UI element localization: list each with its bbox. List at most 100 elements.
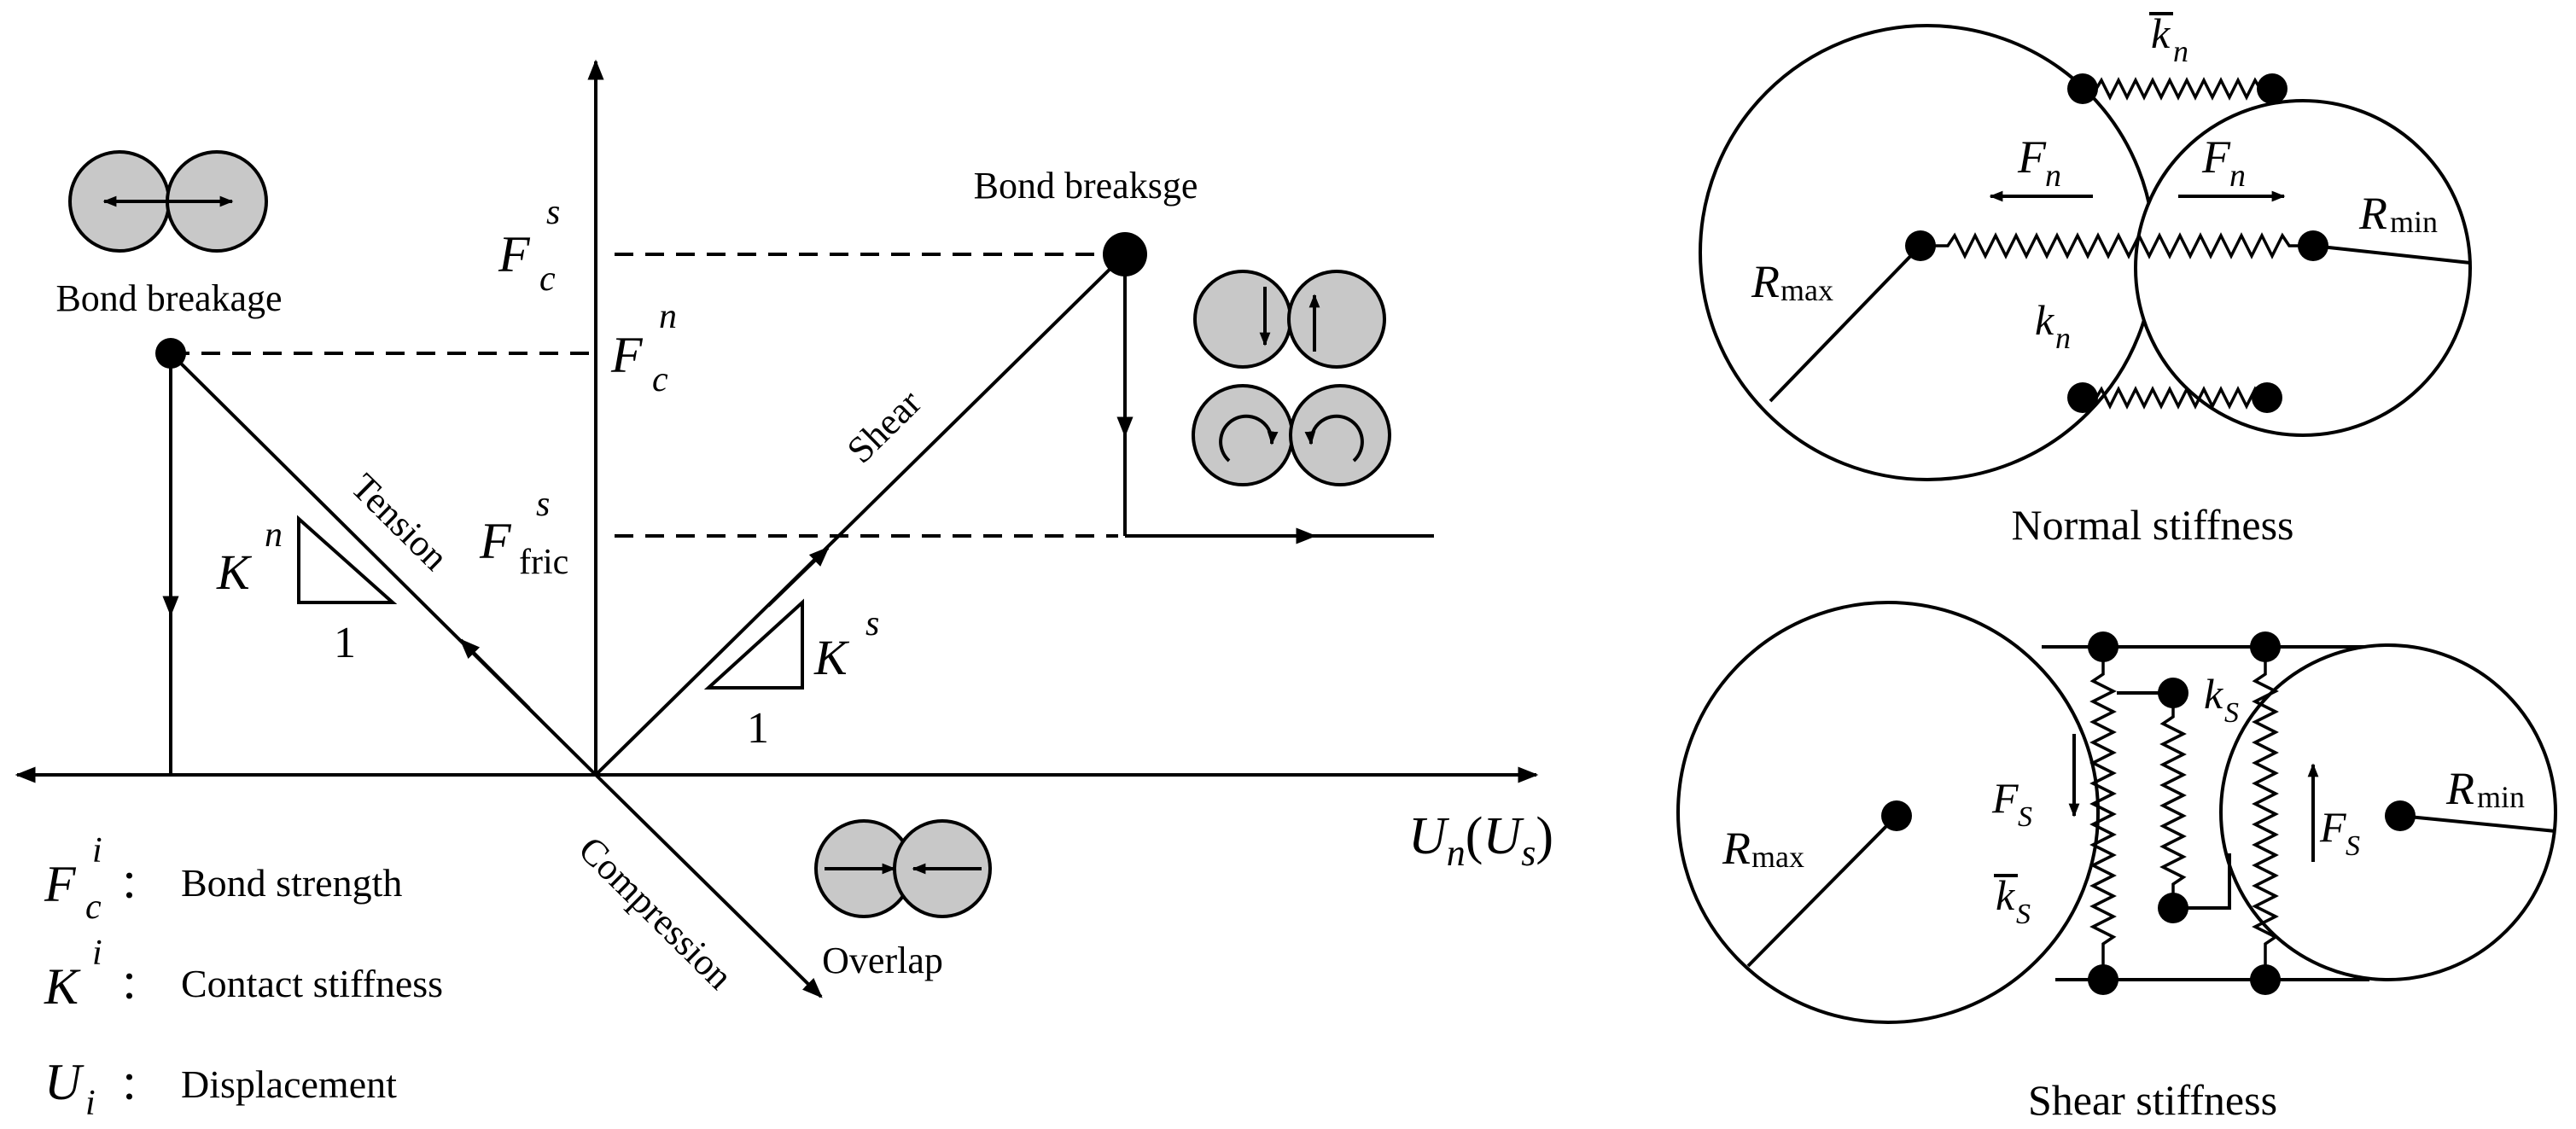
tension-arrow xyxy=(459,638,531,710)
shear-left-bottom-node xyxy=(2088,964,2118,995)
svg-text:F: F xyxy=(479,513,512,569)
overlap-label: Overlap xyxy=(822,940,943,981)
svg-text:Contact stiffness: Contact stiffness xyxy=(181,962,443,1005)
normal-bottom-right-node xyxy=(2252,382,2282,413)
shear-rmax-line xyxy=(1746,814,1898,968)
svg-text:F: F xyxy=(610,327,644,383)
svg-text:S: S xyxy=(2224,697,2239,729)
svg-text:F: F xyxy=(2017,131,2047,183)
svg-text:F: F xyxy=(1991,774,2019,822)
svg-text:s: s xyxy=(865,604,879,643)
legend-item-bond-strength: F i c ： Bond strength xyxy=(44,831,402,927)
compression-label: Compression xyxy=(570,829,741,998)
svg-text:K: K xyxy=(216,544,253,600)
svg-text:s: s xyxy=(546,193,560,232)
shear-rmin-label: R min xyxy=(2445,763,2525,814)
svg-text:c: c xyxy=(652,360,668,399)
bond-breakage-point-right xyxy=(1103,232,1147,276)
svg-text:min: min xyxy=(2477,780,2525,814)
svg-text:：: ： xyxy=(119,863,159,906)
normal-center-left-node xyxy=(1905,230,1936,261)
shear-contact-bottom-node xyxy=(2158,893,2188,923)
shear-kbar-label: k S xyxy=(1994,871,2031,930)
svg-text:i: i xyxy=(92,831,102,870)
svg-text:U: U xyxy=(44,1054,85,1110)
shear-rmax-center xyxy=(1881,800,1912,831)
svg-text:：: ： xyxy=(119,963,159,1007)
kn-label: K n 1 xyxy=(216,515,356,667)
svg-text:n: n xyxy=(659,297,677,336)
svg-text:K: K xyxy=(44,958,81,1015)
shear-fs-left-label: F S xyxy=(1991,774,2032,833)
normal-bottom-spring xyxy=(2083,386,2267,410)
svg-text:R: R xyxy=(1722,823,1751,874)
overlap-particles-icon xyxy=(814,819,992,918)
normal-top-spring xyxy=(2083,77,2272,101)
normal-stiffness-caption: Normal stiffness xyxy=(2012,501,2294,549)
shear-line xyxy=(594,253,1127,777)
svg-text:1: 1 xyxy=(747,704,769,753)
legend: F i c ： Bond strength K i ： Contact stif… xyxy=(44,831,443,1123)
rotation-particles-icon xyxy=(1192,384,1391,486)
legend-item-contact-stiffness: K i ： Contact stiffness xyxy=(44,934,443,1015)
shear-arrow xyxy=(766,546,830,608)
fcn-label: F n c xyxy=(610,297,677,399)
shear-contact-spring xyxy=(2159,693,2187,908)
shear-particles-icon xyxy=(1193,270,1386,369)
svg-text:min: min xyxy=(2390,205,2438,239)
shear-left-bond-spring xyxy=(2089,647,2117,980)
tension-particles-icon xyxy=(68,150,268,253)
svg-text:R: R xyxy=(1751,256,1780,307)
legend-item-displacement: U i ： Displacement xyxy=(44,1054,397,1123)
svg-text:max: max xyxy=(1780,273,1833,307)
shear-fs-right-label: F S xyxy=(2319,803,2360,862)
normal-k-label: k n xyxy=(2035,296,2071,355)
shear-right-bottom-node xyxy=(2250,964,2281,995)
shear-rmin-center xyxy=(2385,800,2416,831)
svg-text:R: R xyxy=(2445,763,2474,814)
normal-rmin-line xyxy=(2312,244,2471,265)
x-axis-label: Un(Us) xyxy=(1408,807,1553,874)
svg-text:s: s xyxy=(536,485,550,524)
normal-center-spring xyxy=(1920,232,2313,259)
svg-text:k: k xyxy=(2151,9,2171,57)
kn-triangle xyxy=(297,515,398,604)
svg-text:n: n xyxy=(2055,321,2071,355)
svg-text:i: i xyxy=(85,1084,96,1123)
shear-rmin-line xyxy=(2399,814,2556,833)
normal-top-left-node xyxy=(2067,73,2098,104)
shear-stiffness-panel: F S k S k S F S R max R min Shear stiffn… xyxy=(1676,601,2557,1124)
normal-rmax-line xyxy=(1769,244,1922,403)
bond-breakage-right-label: Bond breaksge xyxy=(974,165,1198,207)
shear-rmax-label: R max xyxy=(1722,823,1804,874)
svg-text:F: F xyxy=(498,226,531,282)
normal-fn-left-label: F n xyxy=(2017,131,2061,194)
svg-text:i: i xyxy=(92,934,102,973)
bond-breakage-point-left xyxy=(155,338,186,369)
normal-kbar-label: k n xyxy=(2149,9,2188,68)
normal-top-right-node xyxy=(2257,73,2288,104)
normal-center-right-node xyxy=(2298,230,2328,261)
svg-text:F: F xyxy=(2319,803,2346,851)
force-displacement-diagram: Bond breakage Bond breaksge Tension Shea… xyxy=(15,59,1553,1123)
svg-text:n: n xyxy=(2045,158,2061,194)
svg-text:S: S xyxy=(2016,899,2031,930)
svg-text:c: c xyxy=(85,887,102,927)
normal-fn-right-label: F n xyxy=(2201,131,2246,194)
shear-right-top-node xyxy=(2250,631,2281,662)
normal-rmin-label: R min xyxy=(2358,188,2438,239)
svg-text:n: n xyxy=(2229,158,2246,194)
normal-stiffness-panel: k n F n F n R max R min k n Normal stiff… xyxy=(1699,9,2472,549)
fcs-label: F s c xyxy=(498,193,560,299)
svg-text:F: F xyxy=(2201,131,2231,183)
shear-stiffness-caption: Shear stiffness xyxy=(2028,1076,2277,1124)
compression-arrow xyxy=(594,773,823,998)
svg-text:R: R xyxy=(2358,188,2387,239)
svg-text:fric: fric xyxy=(519,543,568,582)
shear-contact-top-node xyxy=(2158,678,2188,708)
normal-bottom-left-node xyxy=(2067,382,2098,413)
normal-rmax-label: R max xyxy=(1751,256,1833,307)
tension-label: Tension xyxy=(343,466,457,579)
shear-k-label: k S xyxy=(2204,670,2239,729)
